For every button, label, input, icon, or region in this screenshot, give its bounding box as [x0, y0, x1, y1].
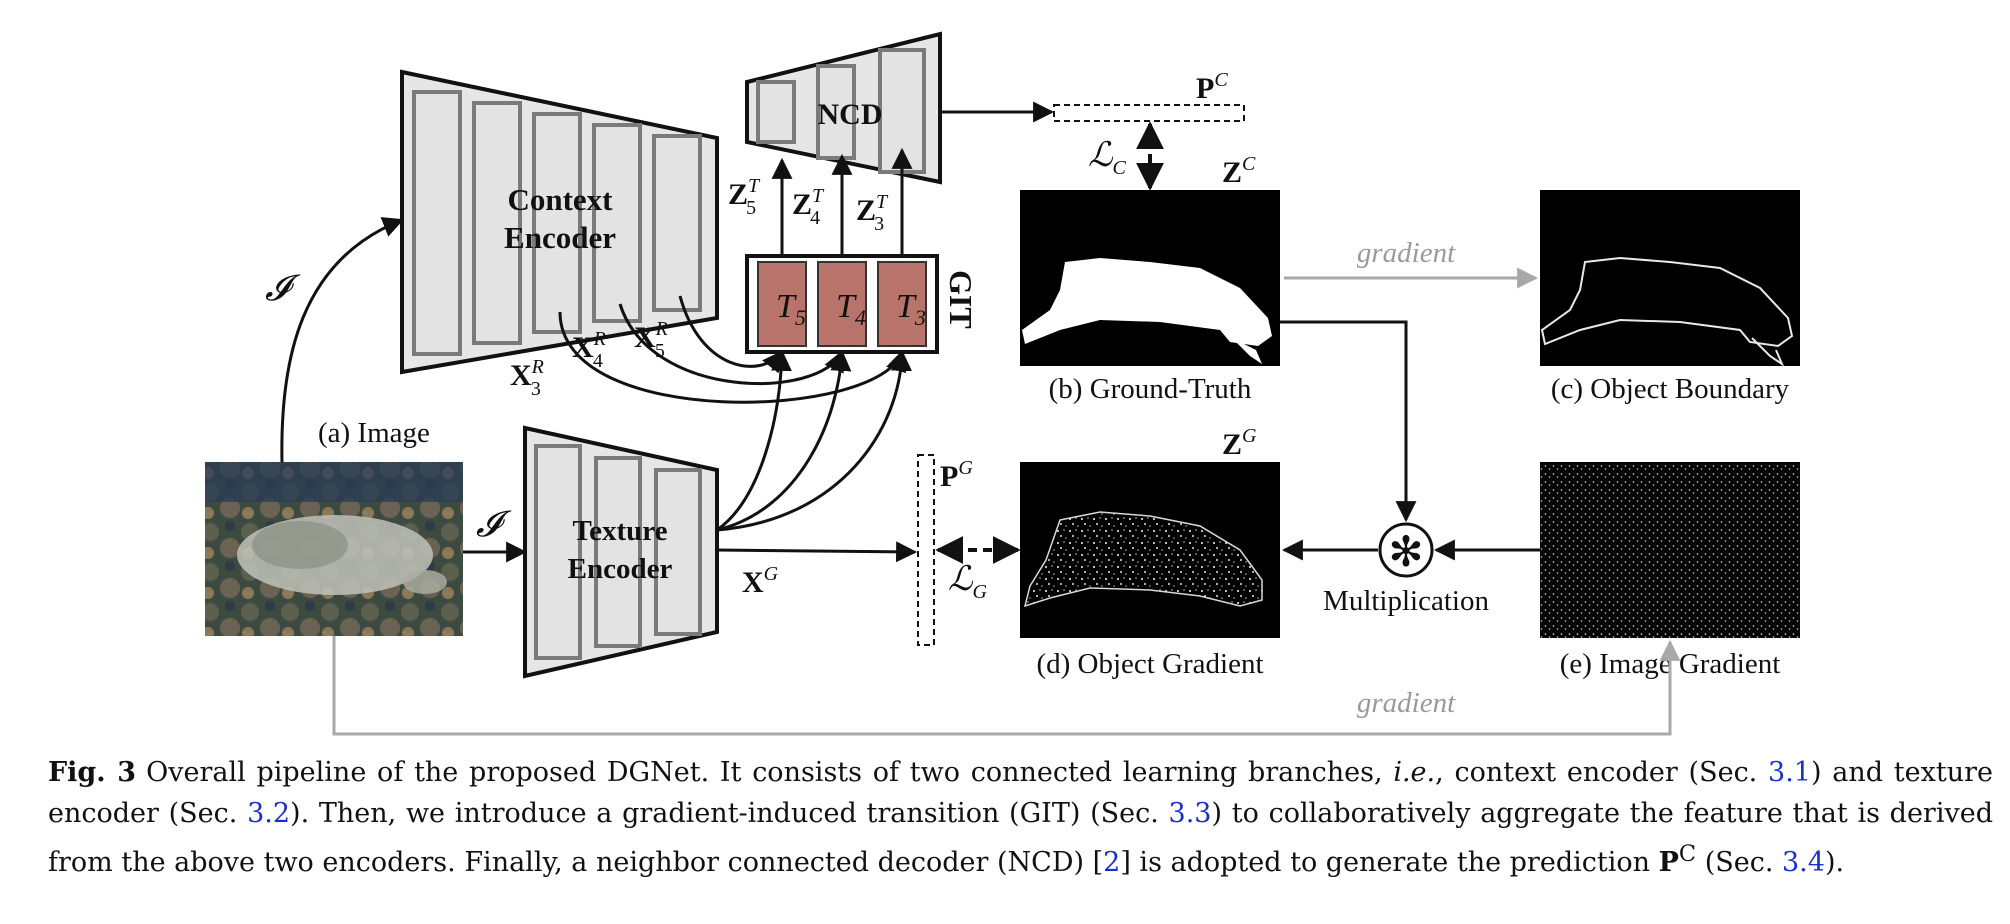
caption-text-8: ). — [1824, 847, 1845, 878]
panel-label-ground-truth: (b) Ground-Truth — [1049, 373, 1252, 405]
caption-ref-3-3[interactable]: 3.3 — [1168, 798, 1212, 829]
git-t5-label: T5 — [776, 288, 806, 330]
multiplication-symbol: ✻ — [1388, 530, 1423, 576]
multiplication-label: Multiplication — [1323, 585, 1489, 617]
xg-label: XG — [742, 563, 779, 599]
git-block-t5 — [757, 261, 807, 347]
object-boundary-image — [1540, 190, 1800, 367]
caption-tag: Fig. 3 — [48, 757, 137, 788]
context-encoder-label-2: Encoder — [504, 220, 616, 255]
pipeline-diagram: Context Encoder Texture Encoder NCD T5 T… — [205, 31, 1800, 736]
panel-label-image: (a) Image — [318, 417, 430, 449]
lg-label: ℒG — [948, 561, 988, 603]
gradient-label-bottom: gradient — [1357, 687, 1456, 719]
caption-text-3: ) and texture encoder (Sec. — [48, 757, 1993, 829]
panel-label-object-gradient: (d) Object Gradient — [1036, 648, 1263, 680]
caption-symbol-sup: C — [1678, 841, 1697, 867]
git-block-t3 — [877, 261, 927, 347]
zg-label: ZG — [1222, 425, 1257, 461]
gradient-label-top: gradient — [1357, 237, 1456, 269]
git-t4-label: T4 — [836, 288, 866, 330]
context-encoder: Context Encoder — [400, 69, 719, 375]
caption-ref-citation-2[interactable]: 2 — [1103, 847, 1121, 878]
texture-encoder-label-1: Texture — [572, 515, 667, 547]
ground-truth-mask — [1020, 190, 1280, 366]
git-block-t4 — [817, 261, 867, 347]
git-t3-label: T3 — [896, 288, 926, 330]
caption-ref-3-1[interactable]: 3.1 — [1768, 757, 1811, 788]
caption-symbol-p: P — [1658, 847, 1679, 878]
caption-text-7: (Sec. — [1696, 847, 1782, 878]
flow-arrows — [280, 101, 1540, 563]
input-i-label-top: 𝓘 — [265, 268, 301, 308]
gradient-arrows — [332, 267, 1681, 736]
context-encoder-label-1: Context — [507, 182, 613, 217]
ncd-label: NCD — [818, 98, 883, 131]
caption-ref-3-2[interactable]: 3.2 — [247, 798, 291, 829]
panel-label-object-boundary: (c) Object Boundary — [1551, 373, 1790, 405]
lc-label: ℒC — [1088, 137, 1127, 179]
prediction-pg-bar — [917, 454, 935, 646]
zc-label: ZC — [1222, 153, 1256, 189]
figure-caption: Fig. 3 Overall pipeline of the proposed D… — [48, 752, 1993, 883]
caption-text-6: ] is adopted to generate the prediction — [1120, 847, 1659, 878]
input-i-label-bottom: 𝓘 — [476, 504, 512, 544]
caption-text-2: , context encoder (Sec. — [1435, 757, 1769, 788]
input-image — [205, 462, 463, 636]
caption-text-5: ) to collaboratively aggregate the featu… — [48, 798, 1993, 878]
object-gradient-image — [1020, 462, 1280, 638]
image-gradient-image — [1540, 462, 1800, 638]
caption-text-4: ). Then, we introduce a gradient-induced… — [290, 798, 1169, 829]
git-label: GIT — [943, 270, 979, 329]
git-module: T5 T4 T3 GIT — [745, 254, 979, 354]
prediction-pc-bar — [1053, 104, 1245, 122]
loss-arrows — [935, 121, 1164, 564]
caption-ref-3-4[interactable]: 3.4 — [1782, 847, 1825, 878]
ncd-decoder: NCD — [745, 31, 942, 185]
caption-text-1: Overall pipeline of the proposed DGNet. … — [146, 757, 1394, 788]
multiplication-node — [1378, 522, 1434, 578]
texture-encoder: Texture Encoder — [523, 425, 719, 679]
texture-encoder-label-2: Encoder — [568, 553, 673, 585]
pg-label: PG — [940, 457, 973, 493]
pc-label: PC — [1196, 69, 1228, 105]
caption-ie: i.e. — [1393, 757, 1436, 788]
